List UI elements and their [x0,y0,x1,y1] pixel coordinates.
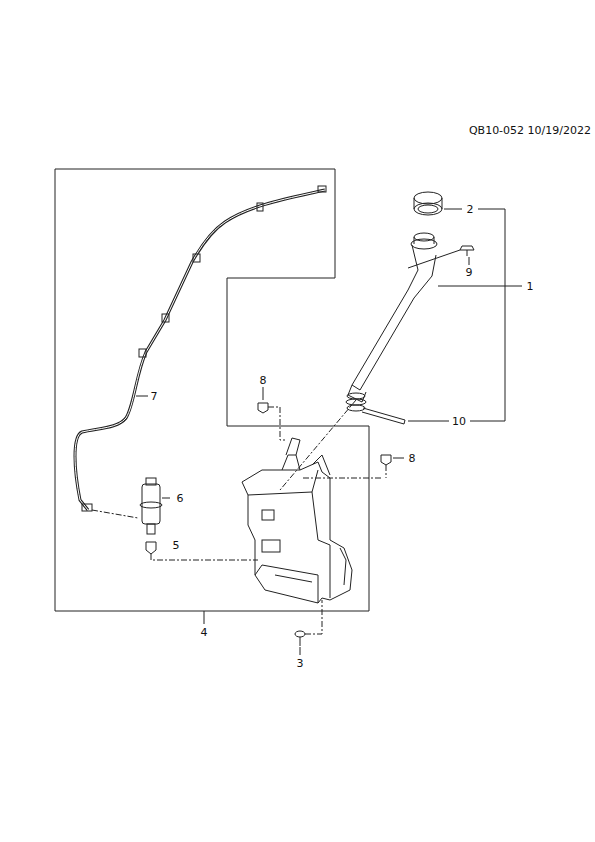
assembly-line [268,407,285,440]
fastener [295,631,305,646]
assembly-line [280,400,356,490]
seal [346,393,405,424]
callout-number: 9 [465,266,474,279]
leader-line [136,396,148,397]
callout-number: 4 [200,626,209,639]
fastener [146,542,156,554]
callout-number: 7 [150,390,159,403]
assembly-line [151,554,258,560]
fastener [258,403,268,413]
leader-line [204,611,205,624]
leader-line [469,257,470,265]
assembly-line [302,478,381,479]
bracket [408,209,522,421]
assembly-line [92,510,138,518]
washer-hose [75,186,326,511]
assembly-line [305,600,322,634]
leader-line [263,387,264,400]
fastener [381,455,391,465]
callout-number: 10 [451,415,467,428]
callout-number: 1 [526,280,535,293]
drawing-code: QB10-052 10/19/2022 [468,124,592,137]
leader-line [300,647,301,655]
callout-number: 3 [296,657,305,670]
callout-number: 8 [408,452,417,465]
washer-pump [140,478,170,534]
callout-number: 2 [466,203,475,216]
callout-number: 8 [259,374,268,387]
clip [460,246,474,256]
callout-number: 5 [172,539,181,552]
filler-neck [348,233,460,402]
washer-reservoir [242,438,352,603]
callout-number: 6 [176,492,185,505]
filler-cap [414,192,442,215]
group-outline [55,169,369,611]
leader-line [393,458,404,459]
assembly-line [386,465,387,478]
